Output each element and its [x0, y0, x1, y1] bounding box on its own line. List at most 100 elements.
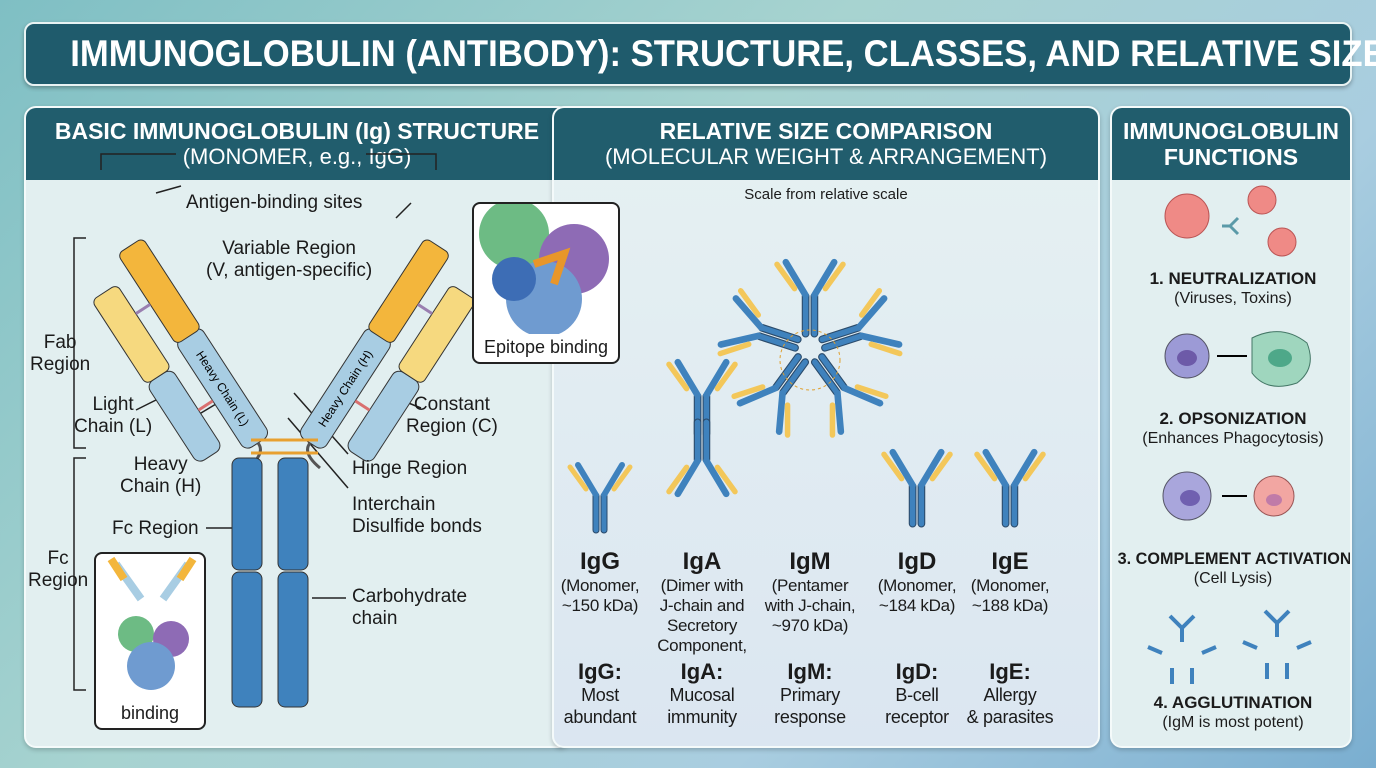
function-sub: (IgM is most potent)	[1162, 714, 1304, 731]
class-name: IgE	[991, 548, 1029, 575]
role-line: response	[774, 707, 846, 727]
class-desc-line: (Monomer,	[970, 576, 1050, 595]
hinge-region-label: Hinge Region	[352, 458, 468, 479]
function-sub: (Cell Lysis)	[1193, 570, 1273, 587]
class-desc-line: (Dimer with	[660, 576, 744, 595]
class-role-ige: IgE:Allergy& parasites	[960, 660, 1060, 728]
class-name: IgA	[682, 548, 722, 575]
class-name: IgD	[897, 548, 937, 575]
class-desc-line: (Monomer,	[560, 576, 640, 595]
functions-header: IMMUNOGLOBULIN FUNCTIONS	[1112, 108, 1350, 180]
role-line: Mucosal	[669, 685, 735, 705]
class-igg: IgG(Monomer,~150 kDa)	[554, 548, 650, 616]
class-desc-line: Component,	[657, 636, 747, 655]
antigen-binding-label: Antigen-binding sites	[186, 192, 363, 213]
function-item: 2. OPSONIZATION (Enhances Phagocytosis)	[1112, 408, 1350, 449]
class-name: IgG	[580, 548, 620, 575]
role-title: IgG:	[578, 659, 622, 684]
function-sub: (Enhances Phagocytosis)	[1142, 430, 1324, 447]
main-title: IMMUNOGLOBULIN (ANTIBODY): STRUCTURE, CL…	[70, 33, 1376, 74]
complement-activation-icon	[1162, 471, 1295, 521]
function-sub: (Viruses, Toxins)	[1174, 290, 1292, 307]
iga-upper-monomer	[669, 362, 735, 437]
class-desc-line: ~184 kDa)	[878, 596, 956, 615]
function-title: 3. COMPLEMENT ACTIVATION	[1117, 549, 1352, 568]
fc-bracket	[73, 457, 86, 691]
role-title: IgM:	[787, 659, 833, 684]
disulfide-bonds	[251, 438, 318, 455]
binding-caption: binding	[120, 703, 180, 723]
neutralization-icon	[1164, 185, 1297, 257]
class-ige: IgE(Monomer,~188 kDa)	[960, 548, 1060, 616]
class-desc-line: (Monomer,	[877, 576, 957, 595]
igd-shape	[884, 452, 950, 527]
role-title: IgE:	[989, 659, 1031, 684]
class-desc-line: J-chain and	[659, 596, 745, 615]
epitope-binding-inset: Epitope binding	[472, 202, 620, 364]
role-line: receptor	[885, 707, 949, 727]
role-line: Primary	[780, 685, 840, 705]
main-title-bar: IMMUNOGLOBULIN (ANTIBODY): STRUCTURE, CL…	[24, 22, 1376, 86]
structure-subheading: (MONOMER, e.g., IgG)	[182, 144, 412, 169]
role-title: IgD:	[895, 659, 939, 684]
size-header: RELATIVE SIZE COMPARISON (MOLECULAR WEIG…	[554, 108, 1098, 180]
igm-monomer	[790, 337, 887, 436]
iga-lower-monomer	[669, 419, 735, 494]
ige-shape	[977, 452, 1043, 527]
igg-shape	[570, 465, 630, 533]
class-desc-line: Secretory	[666, 616, 738, 635]
role-line: Allergy	[983, 685, 1037, 705]
function-item: 3. COMPLEMENT ACTIVATION (Cell Lysis)	[1112, 548, 1352, 589]
antigen-bracket	[100, 153, 437, 170]
class-shapes	[554, 108, 1100, 568]
j-chain	[779, 329, 841, 391]
structure-heading: BASIC IMMUNOGLOBULIN (Ig) STRUCTURE	[54, 118, 540, 144]
igm-monomer	[733, 338, 830, 437]
function-item: 4. AGGLUTINATION(IgM is most potent)	[1112, 692, 1350, 733]
binding-inset: binding	[94, 552, 206, 730]
role-line: abundant	[563, 707, 637, 727]
function-title: 2. OPSONIZATION	[1159, 409, 1307, 428]
functions-heading-2: FUNCTIONS	[1163, 144, 1299, 170]
left-fab-arm: Heavy Chain (L)	[93, 239, 269, 462]
function-illustrations	[1147, 185, 1312, 684]
size-subheading: (MOLECULAR WEIGHT & ARRANGEMENT)	[604, 144, 1048, 169]
role-title: IgA:	[680, 659, 724, 684]
agglutination-icon	[1147, 609, 1312, 684]
fc-stems	[231, 457, 309, 708]
class-desc-line: (Pentamer	[771, 576, 849, 595]
functions-heading-1: IMMUNOGLOBULIN	[1123, 118, 1339, 144]
class-igd: IgD(Monomer,~184 kDa)	[867, 548, 967, 616]
role-line: Most	[581, 685, 619, 705]
role-line: B-cell	[895, 685, 939, 705]
functions-panel: IMMUNOGLOBULIN FUNCTIONS 1. NEUTRALIZATI…	[1110, 106, 1352, 748]
size-heading: RELATIVE SIZE COMPARISON	[659, 118, 993, 144]
fc-region-label: Fc Region	[112, 518, 199, 539]
function-title: 1. NEUTRALIZATION	[1149, 269, 1317, 288]
role-line: & parasites	[966, 707, 1054, 727]
class-desc-line: ~188 kDa)	[971, 596, 1049, 615]
class-desc-line: ~970 kDa)	[771, 616, 849, 635]
fab-bracket	[73, 237, 86, 449]
antibody-diagram: Heavy Chain (L) Heavy Chain (H)	[73, 153, 475, 708]
structure-header: BASIC IMMUNOGLOBULIN (Ig) STRUCTURE (MON…	[26, 108, 568, 180]
igm-monomer	[777, 262, 843, 337]
function-item: 1. NEUTRALIZATION (Viruses, Toxins)	[1112, 268, 1350, 309]
epitope-caption: Epitope binding	[483, 337, 609, 357]
class-name: IgM	[789, 548, 831, 575]
opsonization-icon	[1164, 331, 1311, 387]
variable-region-label: Variable Region(V, antigen-specific)	[206, 238, 373, 281]
